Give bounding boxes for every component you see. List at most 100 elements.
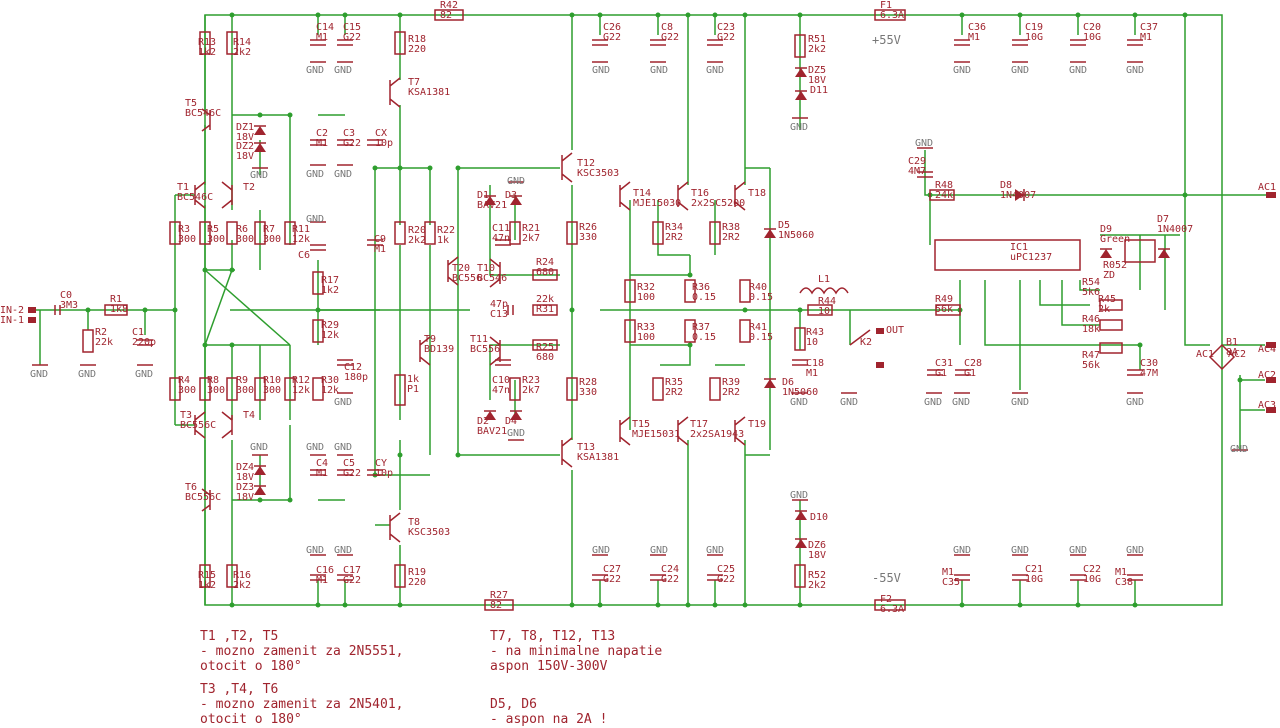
label-t9-value: BD139 [424,344,454,355]
label-c30-name: C30 [1140,358,1158,369]
label-c29-name: C29 [908,156,926,167]
label-c10-value: 47n [492,385,510,396]
label-r20-value: 2k2 [408,235,426,246]
label-r38-value: 2R2 [722,232,740,243]
label-r6-value: 300 [236,234,254,245]
label-t12-name: T12 [577,158,595,169]
label-dz1-name: DZ1 [236,122,254,133]
label-r7-name: R7 [263,224,275,235]
label-c19-value: 10G [1025,32,1043,43]
gnd-label: GND [30,369,48,380]
label-t15-name: T15 [632,419,650,430]
label-r43-value: 10 [806,337,818,348]
label-c17-value: G22 [343,575,361,586]
label-t20-value: BC556 [452,273,482,284]
label-c37-name: C37 [1140,22,1158,33]
label-c36-value: M1 [968,32,980,43]
label-t20-name: T20 [452,263,470,274]
label-r45-value: 2k [1098,304,1110,315]
label-c15-name: C15 [343,22,361,33]
label-t5-name: T5 [185,98,197,109]
label-r052-name: R052 [1103,260,1127,271]
label-c25-name: C25 [717,564,735,575]
label-r37-name: R37 [692,322,710,333]
label-b1-value: 8A [1226,347,1238,358]
gnd-label: GND [592,545,610,556]
label-r47-name: R47 [1082,350,1100,361]
label-d3-name: D3 [505,190,517,201]
label-r3-value: 300 [178,234,196,245]
label-r46-name: R46 [1082,314,1100,325]
note1-title: T1 ,T2, T5 [200,629,278,644]
label-p1-name: 1k [407,374,419,385]
label-r28-value: 330 [579,387,597,398]
gnd-label: GND [952,397,970,408]
label-dz5-value: 18V [808,75,826,86]
label-cy-name: CY [375,458,387,469]
gnd-label: GND [78,369,96,380]
label-t2-name: T2 [243,182,255,193]
label-c27-value: G22 [603,574,621,585]
gnd-label: GND [1126,65,1144,76]
note2-title: T3 ,T4, T6 [200,682,278,697]
label-c1-name: C1 [132,327,144,338]
note4-line1: - aspon na 2A ! [490,712,607,727]
gnd-label: GND [334,442,352,453]
label-c9-value: M1 [374,244,386,255]
label-c5-name: C5 [343,458,355,469]
label-c8-value: G22 [661,32,679,43]
gnd-label: GND [790,397,808,408]
label-c11-value: 47n [492,233,510,244]
label-c13-value: C13 [490,309,508,320]
label-d1-name: D1 [477,190,489,201]
gnd-label: GND [840,397,858,408]
label-r54-name: R54 [1082,277,1100,288]
label-t14-name: T14 [633,188,651,199]
gnd-label: GND [790,122,808,133]
note2-line1: - mozno zamenit za 2N5401, [200,697,404,712]
label-r29-value: 12k [321,330,339,341]
label-dz2-value: 18V [236,151,254,162]
ground-labels: GND GND GND GND GND GND GND GND GND GND GND GND GND G… [30,65,1248,556]
gnd-label: GND [306,545,324,556]
label-r12-name: R12 [292,375,310,386]
gnd-label: GND [1230,444,1248,455]
label-c23-name: C23 [717,22,735,33]
label-c29-value: 4M7 [908,166,926,177]
gnd-label: GND [334,545,352,556]
label-cx-name: CX [375,128,387,139]
label-r48-name: R48 [935,180,953,191]
label-dz6-value: 18V [808,550,826,561]
label-c28-name: C28 [964,358,982,369]
label-c12-name: C12 [344,362,362,373]
label-r33-value: 100 [637,332,655,343]
label-c9-name: C9 [374,234,386,245]
label-r22-name: R22 [437,225,455,236]
label-r13-name: R13 [198,37,216,48]
label-cy-value: 10p [375,468,393,479]
label-d10-name: D10 [810,512,828,523]
label-dz5-name: DZ5 [808,65,826,76]
label-r25-name: R25 [536,342,554,353]
label-t10-name: T10 [477,263,495,274]
label-ic1-value: uPC1237 [1010,252,1052,263]
label-r42-value: 82 [440,10,452,21]
label-r37-value: 0.15 [692,332,716,343]
label-r5-name: R5 [207,224,219,235]
negative-rail-label: -55V [872,571,901,585]
label-c28-value: G1 [964,368,976,379]
label-t19-name: T19 [748,419,766,430]
note3-line1: - na minimalne napatie [490,644,662,659]
label-c24-name: C24 [661,564,679,575]
note1-line2: otocit o 180° [200,659,302,674]
gnd-label: GND [1126,545,1144,556]
label-c26-name: C26 [603,22,621,33]
label-r19-value: 220 [408,577,426,588]
note3-title: T7, T8, T12, T13 [490,629,615,644]
label-out-name: OUT [886,325,904,336]
label-c20-name: C20 [1083,22,1101,33]
label-c14-name: C14 [316,22,334,33]
label-r21-name: R21 [522,223,540,234]
label-r29-name: R29 [321,320,339,331]
label-r28-name: R28 [579,377,597,388]
